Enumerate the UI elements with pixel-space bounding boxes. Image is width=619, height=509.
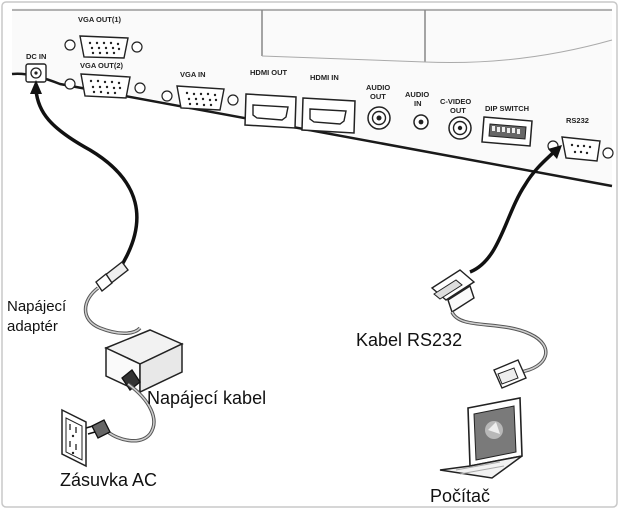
vga-out-1-label: VGA OUT(1) xyxy=(78,15,122,24)
computer-label: Počítač xyxy=(430,486,490,506)
rs232-plug-end xyxy=(493,359,527,389)
rs232-cable-label: Kabel RS232 xyxy=(356,330,462,350)
power-adapter-label-line1: Napájecí xyxy=(7,298,67,315)
dip-switch[interactable]: DIP SWITCH xyxy=(481,104,533,147)
ac-outlet xyxy=(61,408,87,468)
hdmi-in-port[interactable]: HDMI IN xyxy=(301,73,356,134)
audio-out-label-2: OUT xyxy=(370,92,386,101)
c-video-out-port[interactable]: C-VIDEO OUT xyxy=(440,97,472,140)
hdmi-out-port[interactable]: HDMI OUT xyxy=(244,68,297,129)
hdmi-in-label: HDMI IN xyxy=(310,73,339,82)
vga-out-2-label: VGA OUT(2) xyxy=(80,61,124,70)
audio-out-label-1: AUDIO xyxy=(366,83,390,92)
dip-switch-label: DIP SWITCH xyxy=(485,104,529,113)
power-cable-to-outlet xyxy=(85,369,156,443)
vga-out-2-port[interactable]: VGA OUT(2) xyxy=(64,61,146,99)
rs232-cable-to-port xyxy=(469,145,562,274)
power-cable-to-dc-in xyxy=(30,80,139,269)
power-cable-label: Napájecí kabel xyxy=(147,388,266,408)
dc-in-port[interactable]: DC IN xyxy=(25,52,47,83)
dc-plug xyxy=(95,261,129,293)
hdmi-out-label: HDMI OUT xyxy=(250,68,287,77)
vga-out-1-port[interactable]: VGA OUT(1) xyxy=(64,15,143,59)
vga-in-port[interactable]: VGA IN xyxy=(161,70,239,111)
rs232-label: RS232 xyxy=(566,116,589,125)
audio-in-label-1: AUDIO xyxy=(405,90,429,99)
audio-in-label-2: IN xyxy=(414,99,422,108)
rs232-connector xyxy=(430,269,476,314)
audio-in-port[interactable]: AUDIO IN xyxy=(405,90,429,130)
laptop-computer xyxy=(439,397,523,479)
power-adapter-label-line2: adaptér xyxy=(7,318,58,335)
vga-in-label: VGA IN xyxy=(180,70,206,79)
c-video-label-1: C-VIDEO xyxy=(440,97,471,106)
dc-in-label: DC IN xyxy=(26,52,46,61)
c-video-label-2: OUT xyxy=(450,106,466,115)
ac-outlet-label: Zásuvka AC xyxy=(60,470,157,490)
audio-out-port[interactable]: AUDIO OUT xyxy=(366,83,391,130)
